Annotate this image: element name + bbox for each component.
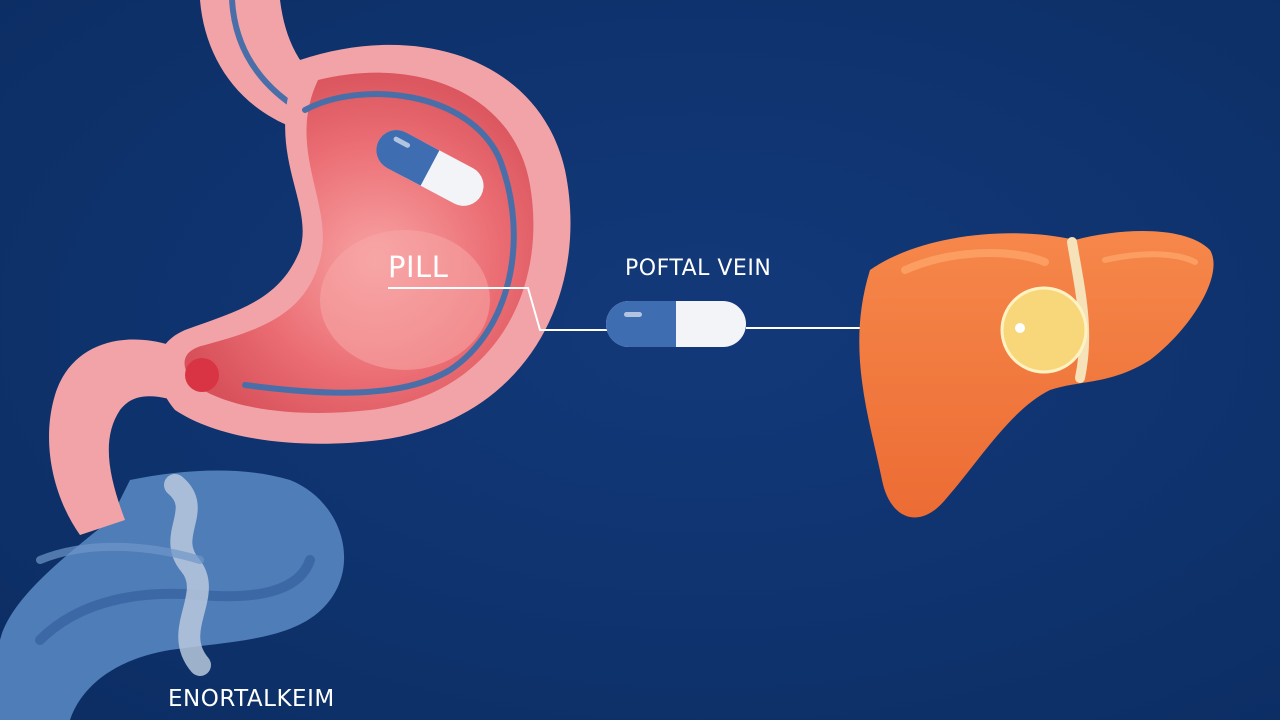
portal-vein-label: POFTAL VEIN — [625, 256, 772, 281]
duodenum-shape — [49, 339, 191, 535]
stomach-icon — [157, 0, 571, 444]
intestine-label: ENORTALKEIM — [168, 686, 335, 712]
pill-label: PILL — [388, 250, 449, 284]
capsule-icon — [376, 130, 484, 206]
capsule-portal-icon — [606, 301, 746, 347]
liver-icon — [859, 230, 1214, 518]
pill-connector-line — [388, 287, 608, 331]
intestine-icon — [0, 470, 345, 720]
